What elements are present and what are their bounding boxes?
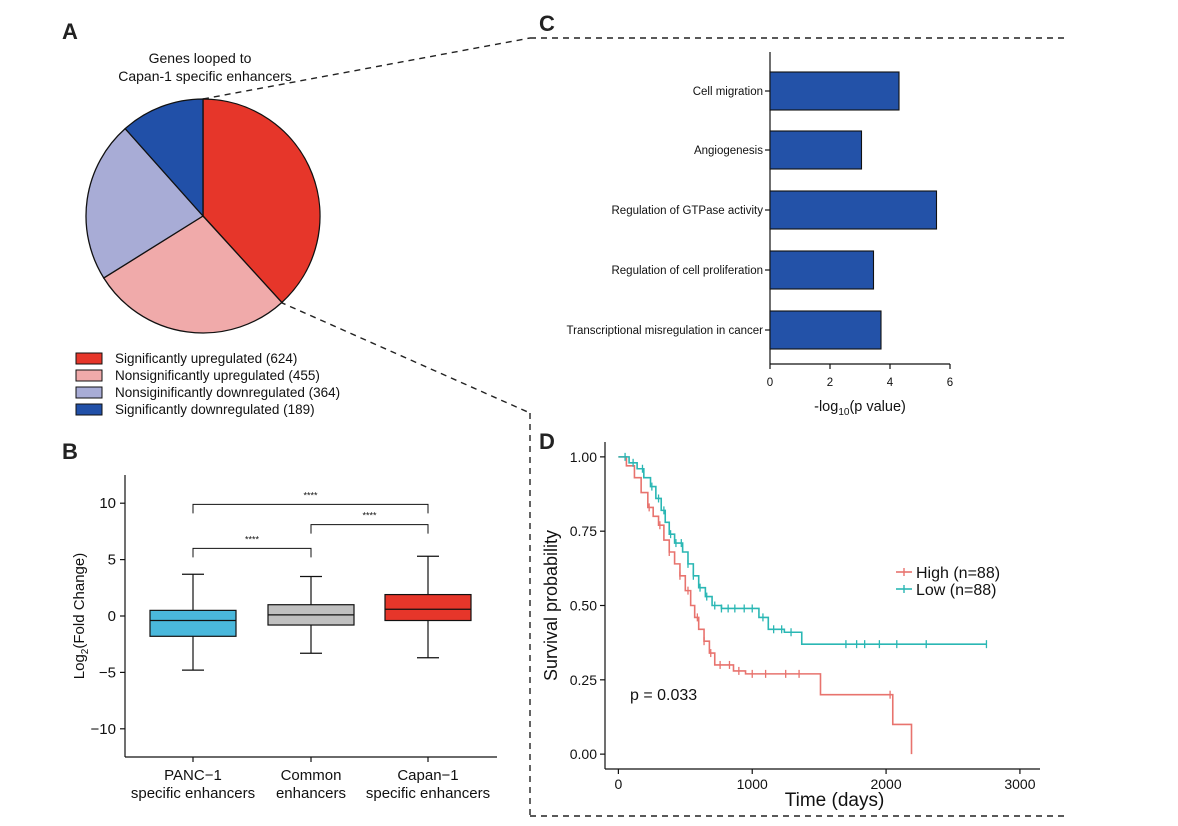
x-tick-label: Capan−1: [397, 767, 458, 784]
box-1: [149, 573, 237, 671]
x-axis-label: Time (days): [785, 790, 885, 811]
x-axis-label-text: -log: [814, 399, 838, 415]
x-tick-label: 6: [947, 377, 953, 389]
significance-bracket-1: [192, 503, 429, 514]
pie-slices: [85, 98, 321, 334]
y-axis-label: Log2(Fold Change): [71, 553, 91, 679]
pie-title-line-1: Genes looped to: [149, 50, 252, 66]
x-axis-label-rest: (p value): [849, 399, 905, 415]
y-tick-label: 5: [108, 552, 116, 569]
bar-3: [769, 190, 938, 230]
y-tick-label: 0.25: [570, 672, 597, 688]
legend-label-4: Significantly downregulated (189): [115, 402, 315, 417]
p-value-annotation: p = 0.033: [630, 687, 697, 704]
y-tick-label: 0: [108, 608, 116, 625]
x-axis-label-sub: 10: [838, 407, 850, 418]
legend-label-1: Significantly upregulated (624): [115, 351, 297, 366]
bar-2: [769, 130, 863, 170]
y-axis-label-sub: 2: [80, 648, 91, 654]
bar-1: [769, 71, 900, 111]
x-tick-label: specific enhancers: [131, 785, 255, 802]
x-tick-label: 0: [767, 377, 773, 389]
x-tick-label: 0: [614, 776, 622, 792]
legend-swatch-2: [75, 369, 103, 382]
panel-a-pie-chart: Genes looped to Capan-1 specific enhance…: [75, 50, 340, 417]
x-tick-label: 3000: [1004, 776, 1035, 792]
x-tick-label: enhancers: [276, 785, 346, 802]
bar-label-1: Cell migration: [693, 86, 763, 98]
pie-title-line-2: Capan-1 specific enhancers: [118, 68, 292, 84]
x-tick-label: Common: [281, 767, 342, 784]
y-tick-label: 0.50: [570, 598, 597, 614]
panel-label-c: C: [539, 11, 555, 36]
legend-swatch-3: [75, 386, 103, 399]
legend-swatch-4: [75, 403, 103, 416]
x-tick-label: PANC−1: [164, 767, 222, 784]
bar-label-4: Regulation of cell proliferation: [611, 265, 763, 277]
box-iqr: [384, 593, 472, 622]
connector-line-bottom: [279, 301, 531, 414]
legend-label-2: Low (n=88): [916, 582, 997, 599]
significance-bracket-2: [310, 524, 429, 534]
bar-label-2: Angiogenesis: [694, 145, 763, 157]
box-3: [384, 555, 472, 659]
bar-4: [769, 250, 875, 290]
legend-label-1: High (n=88): [916, 565, 1000, 582]
dashed-connectors: [202, 37, 1068, 817]
significance-bracket-3: [192, 547, 312, 558]
x-tick-label: 2000: [870, 776, 901, 792]
panel-label-b: B: [62, 439, 78, 464]
x-tick-label: 4: [887, 377, 894, 389]
pie-slice-2: [102, 215, 283, 334]
y-axis-label: Survival probability: [541, 530, 561, 681]
y-tick-label: 10: [99, 495, 116, 512]
panel-label-a: A: [62, 19, 78, 44]
y-axis-label-rest: (Fold Change): [71, 553, 88, 649]
km-curve: [618, 456, 987, 645]
box-iqr: [149, 609, 237, 637]
bar-5: [769, 310, 882, 350]
y-tick-label: 1.00: [570, 449, 597, 465]
legend-label-2: Nonsignificantly upregulated (455): [115, 368, 320, 383]
km-curve: [618, 456, 913, 755]
y-tick-label: 0.00: [570, 746, 597, 762]
bar-label-3: Regulation of GTPase activity: [612, 205, 764, 217]
pie-slice-4: [124, 98, 204, 218]
x-axis-label: -log10(p value): [814, 399, 906, 418]
x-tick-label: specific enhancers: [366, 785, 490, 802]
significance-label-3: ****: [245, 534, 260, 544]
bar-label-5: Transcriptional misregulation in cancer: [567, 325, 764, 337]
y-axis-label-text: Log: [71, 654, 88, 679]
x-tick-label: 1000: [737, 776, 768, 792]
panel-label-d: D: [539, 429, 555, 454]
y-tick-label: −5: [99, 664, 116, 681]
legend-label-3: Nonsiginificantly downregulated (364): [115, 385, 340, 400]
box-2: [267, 575, 355, 654]
pie-slice-1: [202, 98, 321, 304]
pie-legend: Significantly upregulated (624) Nonsignif…: [75, 351, 340, 417]
significance-label-1: ****: [303, 490, 318, 500]
km-series-1: [618, 456, 913, 755]
y-tick-label: 0.75: [570, 523, 597, 539]
pie-slice-3: [85, 127, 204, 279]
y-tick-label: −10: [91, 721, 116, 738]
connector-line-top: [202, 37, 531, 100]
significance-label-2: ****: [362, 511, 377, 521]
x-tick-label: 2: [827, 377, 833, 389]
km-series-2: [618, 452, 988, 649]
legend-swatch-1: [75, 352, 103, 365]
